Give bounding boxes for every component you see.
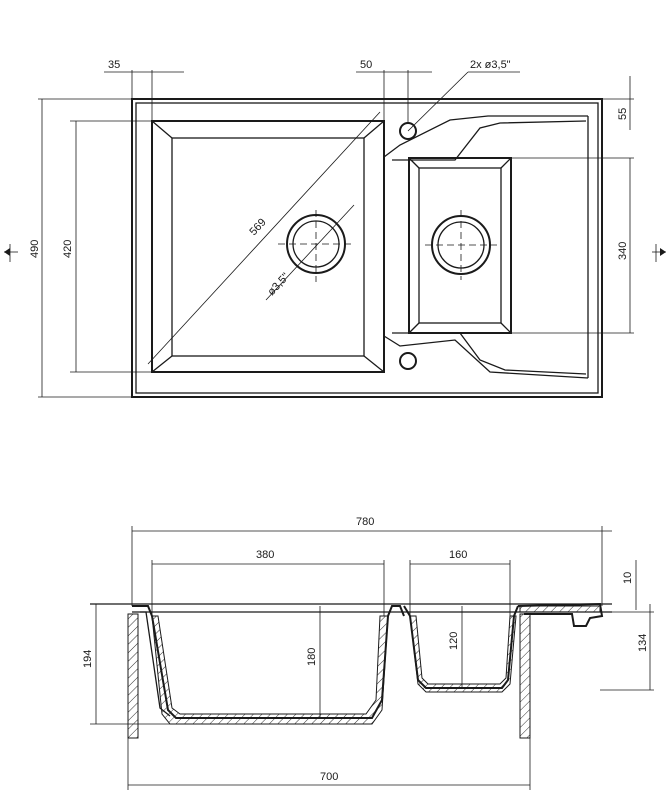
dim-55-label: 55	[617, 108, 629, 120]
dim-10-label: 10	[622, 572, 634, 584]
section-view: 780 380 160 10 134	[82, 516, 654, 790]
dim-holes-label: 2x ø3,5"	[470, 59, 511, 71]
dim-490-label: 490	[29, 240, 41, 258]
dim-160-label: 160	[449, 549, 467, 561]
dim-160: 160	[409, 549, 511, 616]
small-bowl	[408, 157, 512, 334]
sink-inner-rim	[135, 102, 599, 394]
dim-120: 120	[448, 606, 463, 688]
cabinet-wall-right	[519, 613, 531, 739]
dim-780-label: 780	[356, 516, 374, 528]
dim-10: 10	[622, 560, 637, 610]
drainer-area	[383, 115, 589, 379]
dim-134: 134	[600, 604, 654, 691]
cabinet-wall-left	[127, 613, 139, 739]
section-main-bowl	[132, 605, 405, 725]
dim-50: 50	[356, 59, 432, 160]
dim-180: 180	[306, 606, 321, 718]
sink-outer-rim	[131, 98, 603, 398]
dim-700-label: 700	[320, 771, 338, 783]
section-small-bowl	[403, 605, 519, 693]
dim-drain-label: ø3,5"	[265, 271, 292, 298]
dim-780: 780	[131, 516, 612, 606]
dim-380: 380	[151, 549, 385, 616]
tap-hole-bottom	[399, 352, 417, 370]
dim-700: 700	[127, 738, 531, 790]
dim-holes: 2x ø3,5"	[407, 59, 520, 132]
dim-569-label: 569	[247, 216, 268, 238]
dim-340-label: 340	[617, 242, 629, 260]
dim-55: 55	[511, 76, 634, 159]
section-drainer	[517, 602, 604, 627]
main-bowl	[151, 120, 385, 373]
dim-420: 420	[62, 120, 152, 373]
dim-420-label: 420	[62, 240, 74, 258]
dim-180-label: 180	[306, 648, 318, 666]
section-marker-left	[4, 244, 18, 262]
dim-134-label: 134	[637, 634, 649, 652]
dim-35-label: 35	[108, 59, 120, 71]
dim-120-label: 120	[448, 632, 460, 650]
dim-drain: ø3,5"	[265, 204, 355, 301]
top-view: 35 50 2x ø3,5" 55 340	[4, 59, 666, 398]
dim-194: 194	[82, 603, 170, 725]
dim-50-label: 50	[360, 59, 372, 71]
dim-490: 490	[29, 98, 132, 398]
dim-380-label: 380	[256, 549, 274, 561]
dim-340: 340	[511, 158, 634, 334]
dim-194-label: 194	[82, 650, 94, 668]
dim-35: 35	[104, 59, 184, 121]
section-marker-right	[652, 244, 666, 262]
